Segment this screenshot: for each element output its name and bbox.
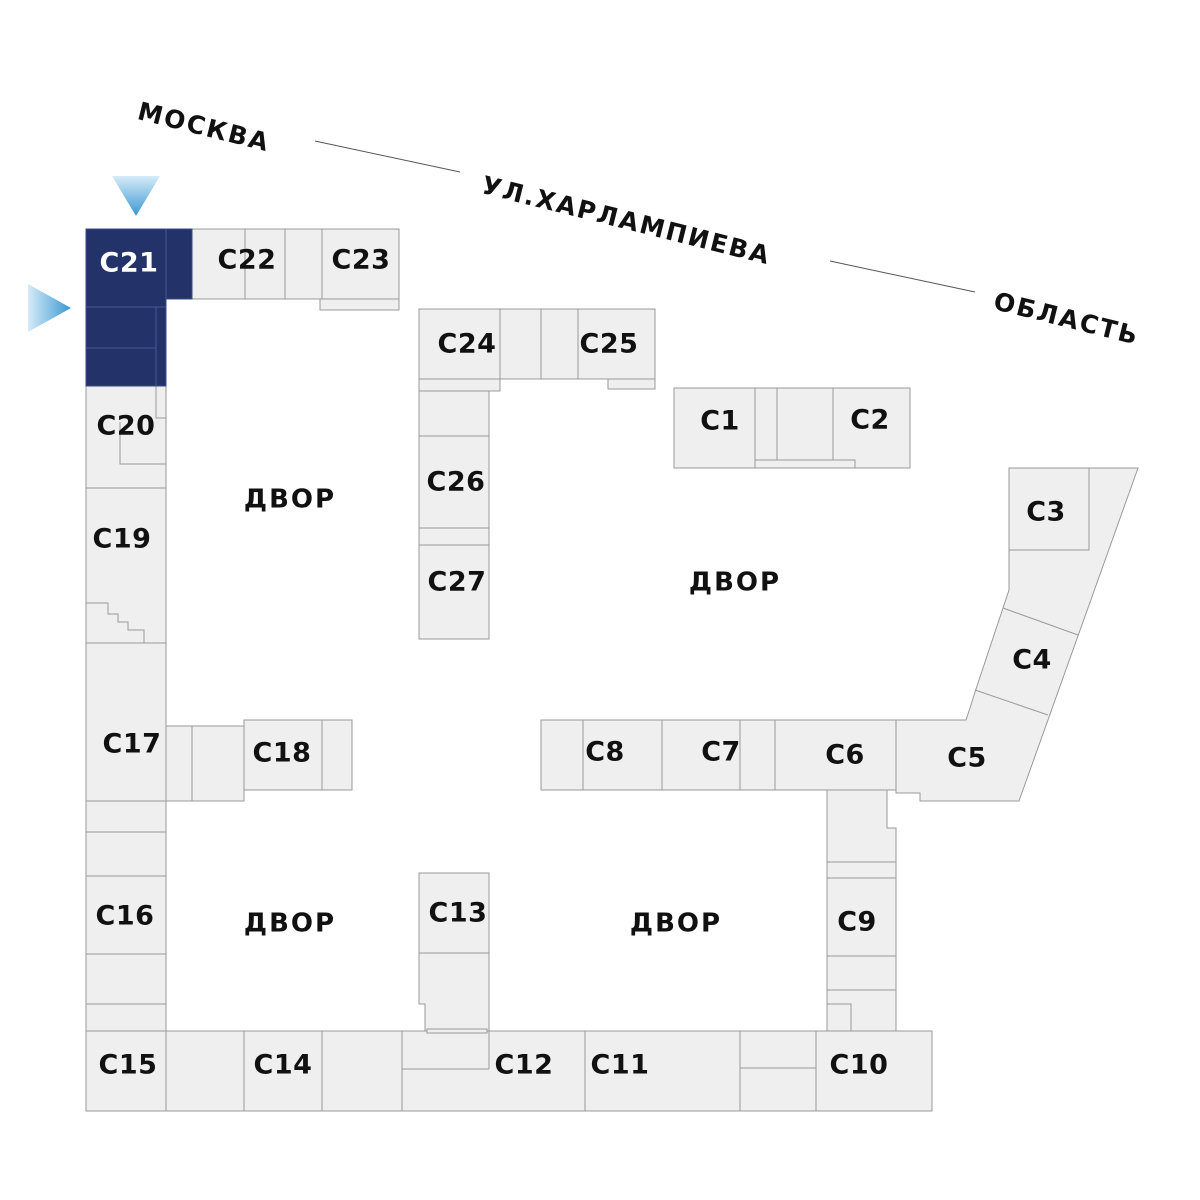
yard-label-sw: ДВОР: [244, 909, 336, 939]
street-label-region: ОБЛАСТЬ: [991, 286, 1142, 350]
block-c6-c9: [540, 719, 897, 1035]
street-label-street-name: УЛ.ХАРЛАМПИЕВА: [479, 170, 774, 270]
section-c24-c25[interactable]: [418, 308, 656, 380]
label-c4: С4: [1012, 645, 1052, 676]
street-label-moscow: МОСКВА: [135, 96, 273, 157]
section-c20[interactable]: [85, 385, 167, 489]
section-c3-c5[interactable]: [895, 467, 1139, 802]
east-wing: [895, 467, 1139, 802]
label-c8: С8: [585, 737, 625, 768]
section-c6-c8[interactable]: [540, 719, 897, 791]
yard-label-se: ДВОР: [630, 909, 722, 939]
entrance-left-arrow-icon: [28, 284, 71, 332]
section-c17[interactable]: [165, 725, 245, 802]
section-c22-c23[interactable]: [191, 228, 400, 300]
label-c7: С7: [701, 737, 741, 768]
section-c1-c2[interactable]: [673, 387, 911, 469]
section-c18[interactable]: [243, 719, 353, 791]
label-c5: С5: [947, 743, 987, 774]
label-c11: С11: [591, 1050, 650, 1081]
label-c9: С9: [837, 907, 877, 938]
street-line-1: [314, 140, 461, 173]
label-c19: С19: [93, 524, 152, 555]
yard-labels: ДВОР ДВОР ДВОР ДВОР: [244, 485, 781, 939]
label-c18: С18: [253, 738, 312, 769]
section-labels: С21 С22 С23 С20 С19 С17 С18 С16 С15 С14 …: [93, 245, 1066, 1081]
label-c13: С13: [429, 898, 488, 929]
label-c12: С12: [495, 1050, 554, 1081]
label-c3: С3: [1026, 497, 1066, 528]
north-wing: [85, 228, 400, 387]
entrance-top-arrow-icon: [112, 176, 160, 216]
street-line-2: [829, 260, 976, 293]
label-c10: С10: [830, 1050, 889, 1081]
label-c6: С6: [825, 740, 865, 771]
south-wing: [85, 1028, 933, 1112]
west-wing: [85, 385, 167, 1032]
label-c24: С24: [438, 329, 497, 360]
label-c21: С21: [100, 248, 159, 279]
label-c16: С16: [96, 901, 155, 932]
block-c24-c27: [418, 308, 656, 640]
label-c20: С20: [97, 411, 156, 442]
section-c17-wing[interactable]: [85, 642, 167, 802]
label-c2: С2: [850, 405, 890, 436]
label-c17: С17: [103, 729, 162, 760]
section-c13[interactable]: [418, 872, 490, 954]
label-c27: С27: [428, 567, 487, 598]
section-south-row[interactable]: [85, 1030, 933, 1112]
yard-label-nw: ДВОР: [244, 485, 336, 515]
label-c15: С15: [99, 1050, 158, 1081]
label-c26: С26: [427, 467, 486, 498]
label-c25: С25: [580, 329, 639, 360]
label-c14: С14: [254, 1050, 313, 1081]
section-c26-c27[interactable]: [418, 390, 490, 640]
block-c1-c2: [673, 387, 911, 469]
section-c16[interactable]: [85, 800, 167, 1032]
block-c17-c18: [165, 719, 353, 802]
label-c22: С22: [218, 245, 277, 276]
label-c1: С1: [700, 406, 740, 437]
yard-label-ne: ДВОР: [689, 568, 781, 598]
label-c23: С23: [332, 245, 391, 276]
section-c19[interactable]: [85, 487, 167, 644]
